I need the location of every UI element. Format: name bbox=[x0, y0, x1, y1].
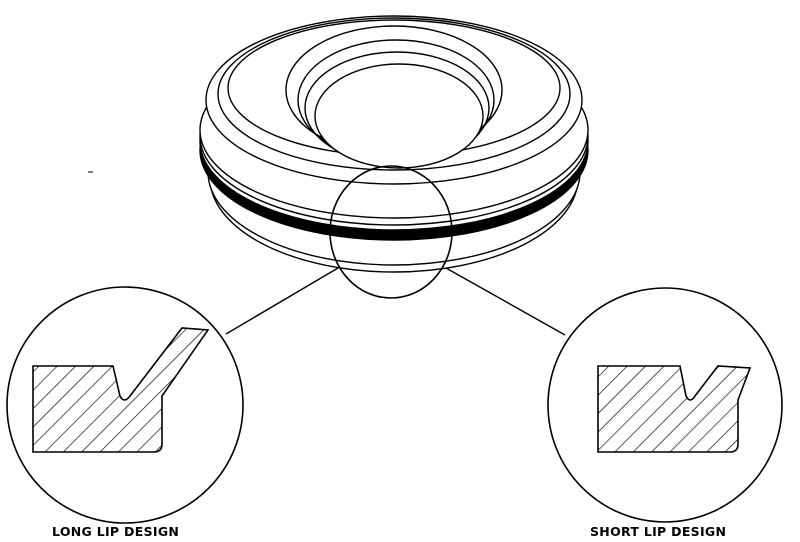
leader-line-left bbox=[225, 267, 339, 335]
short-lip-detail bbox=[547, 287, 783, 523]
short-lip-profile bbox=[597, 365, 752, 453]
long-lip-caption: LONG LIP DESIGN bbox=[52, 524, 180, 539]
seal-bore bbox=[314, 63, 484, 169]
leader-line-right bbox=[445, 267, 566, 336]
seal-ring bbox=[199, 15, 589, 273]
short-lip-caption: SHORT LIP DESIGN bbox=[590, 524, 727, 539]
long-lip-detail bbox=[6, 286, 244, 524]
magnifier-circle bbox=[329, 165, 453, 299]
long-lip-profile bbox=[32, 327, 210, 453]
